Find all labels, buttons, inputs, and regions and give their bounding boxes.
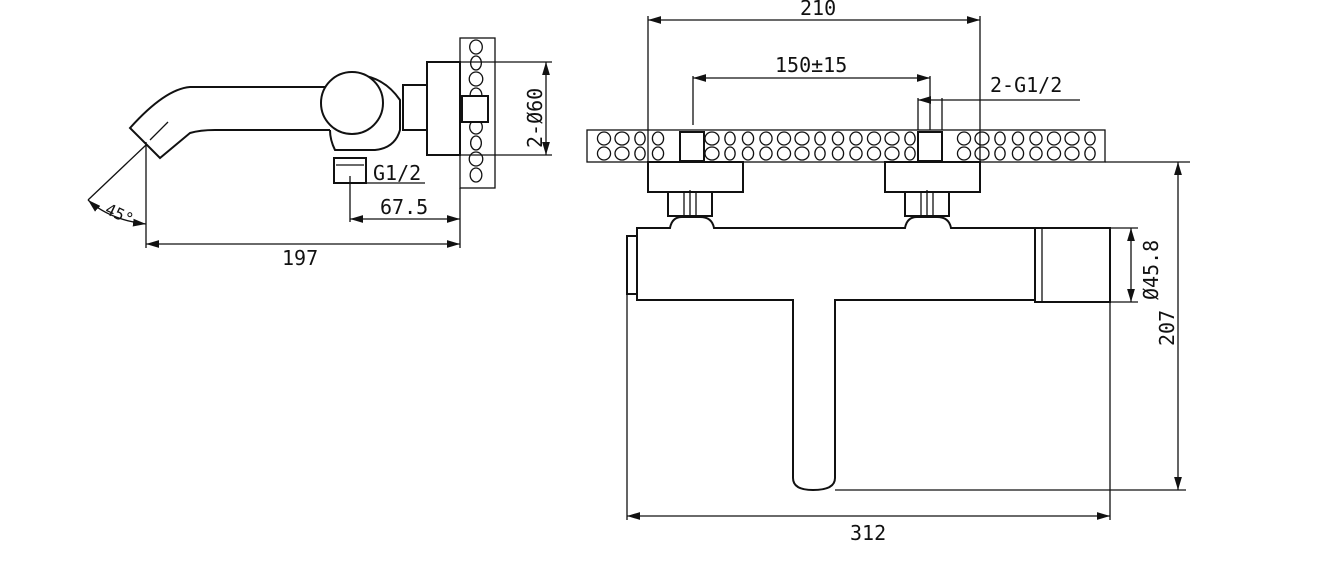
pebble bbox=[759, 146, 773, 161]
inlet-right bbox=[917, 131, 943, 162]
pebble bbox=[634, 131, 646, 146]
pebble bbox=[849, 131, 863, 146]
pebble bbox=[776, 131, 792, 146]
pebble bbox=[1064, 131, 1080, 146]
pebble bbox=[724, 131, 736, 146]
pebble bbox=[468, 151, 484, 167]
pebble bbox=[469, 135, 483, 151]
pebble bbox=[794, 131, 810, 146]
plate-right bbox=[884, 161, 981, 193]
wall-inlet bbox=[461, 95, 489, 123]
pebble bbox=[651, 146, 665, 161]
pebble bbox=[1011, 146, 1025, 161]
pebble bbox=[1011, 131, 1025, 146]
pebble bbox=[831, 146, 845, 161]
pebble bbox=[704, 146, 720, 161]
pebble bbox=[596, 146, 612, 161]
mixer-body bbox=[636, 216, 1036, 492]
pebble bbox=[956, 146, 972, 161]
pebble bbox=[884, 131, 900, 146]
pebble bbox=[956, 131, 972, 146]
flange-label: 2-Ø60 bbox=[523, 88, 547, 148]
pebble bbox=[994, 146, 1006, 161]
inlet-thread-label: 2-G1/2 bbox=[990, 73, 1062, 97]
pebble bbox=[596, 131, 612, 146]
side-view: G1/2 67.5 197 45° 2-Ø60 bbox=[87, 37, 552, 270]
pebble bbox=[469, 55, 483, 71]
cylinder-label: Ø45.8 bbox=[1139, 240, 1163, 300]
pebble bbox=[469, 167, 483, 183]
outlet-offset-label: 67.5 bbox=[380, 195, 428, 219]
pebble bbox=[814, 146, 826, 161]
thermostat-cylinder bbox=[1034, 227, 1111, 303]
wall-section-front bbox=[586, 129, 1106, 163]
height-label: 207 bbox=[1155, 310, 1179, 346]
pebble bbox=[974, 131, 990, 146]
pebble bbox=[994, 131, 1006, 146]
pebble bbox=[1084, 146, 1096, 161]
pebble bbox=[634, 146, 646, 161]
front-view: 210 150±15 2-G1/2 Ø45.8 207 312 bbox=[586, 0, 1190, 545]
spacing-label: 150±15 bbox=[775, 53, 847, 77]
pebble bbox=[468, 71, 484, 87]
pebble bbox=[974, 146, 990, 161]
pebble bbox=[614, 131, 630, 146]
pebble bbox=[741, 131, 755, 146]
total-width-label: 312 bbox=[850, 521, 886, 545]
pebble bbox=[831, 131, 845, 146]
pebble bbox=[724, 146, 736, 161]
length-label: 197 bbox=[282, 246, 318, 270]
pebble bbox=[849, 146, 863, 161]
angle-label: 45° bbox=[102, 199, 136, 228]
pebble bbox=[794, 146, 810, 161]
pebble bbox=[776, 146, 792, 161]
pebble bbox=[814, 131, 826, 146]
pebble bbox=[1064, 146, 1080, 161]
pebble bbox=[651, 131, 665, 146]
inlet-left bbox=[679, 131, 705, 162]
spout bbox=[128, 86, 330, 160]
pebble bbox=[866, 146, 882, 161]
pebble bbox=[866, 131, 882, 146]
wall-flange bbox=[426, 61, 461, 156]
connector bbox=[402, 84, 428, 131]
handle-knob bbox=[320, 71, 384, 135]
pebble bbox=[759, 131, 773, 146]
pebble bbox=[884, 146, 900, 161]
pebble bbox=[469, 39, 483, 55]
pebble bbox=[1046, 146, 1062, 161]
outlet-thread-label: G1/2 bbox=[373, 161, 421, 185]
width-label: 210 bbox=[800, 0, 836, 20]
pebble bbox=[1084, 131, 1096, 146]
pebble bbox=[1029, 146, 1043, 161]
pebble bbox=[904, 146, 916, 161]
pebble bbox=[614, 146, 630, 161]
pebble bbox=[741, 146, 755, 161]
left-cap bbox=[626, 235, 638, 295]
pebble bbox=[904, 131, 916, 146]
pebble bbox=[1046, 131, 1062, 146]
pebble bbox=[704, 131, 720, 146]
plate-left bbox=[647, 161, 744, 193]
pebble bbox=[1029, 131, 1043, 146]
